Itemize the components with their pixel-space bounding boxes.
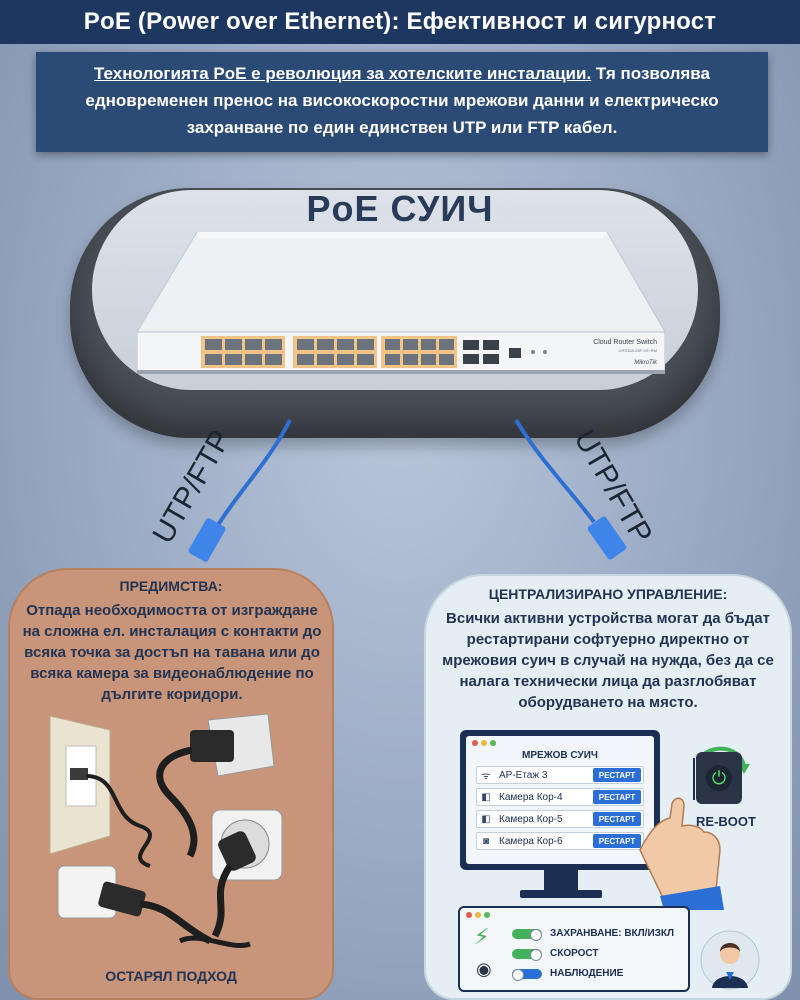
- device-name: Камера Кор-6: [499, 835, 563, 847]
- restart-button[interactable]: РЕСТАРТ: [593, 834, 641, 848]
- ethernet-ports: [201, 336, 547, 368]
- power-bolt-icon: ⚡: [474, 924, 490, 949]
- title-bar: PoE (Power over Ethernet): Ефективност и…: [0, 0, 800, 44]
- control-label: ЗАХРАНВАНЕ: ВКЛ/ИЗКЛ: [550, 928, 675, 939]
- poe-switch-illustration: Cloud Router Switch CRS328-24P-4S+RM Mik…: [137, 232, 665, 374]
- control-panel: ⚡ ◉ ЗАХРАНВАНЕ: ВКЛ/ИЗКЛ СКОРОСТ НАБЛЮДЕ…: [458, 906, 690, 992]
- pointing-hand-illustration: [639, 746, 750, 910]
- power-toggle[interactable]: [512, 928, 542, 941]
- reboot-label: RE-BOOT: [696, 814, 756, 829]
- device-row: ◙ Камера Кор-6 РЕСТАРТ: [476, 832, 644, 850]
- switch-model: Cloud Router Switch: [593, 339, 657, 346]
- reboot-device: ⏻: [696, 752, 742, 804]
- restart-button[interactable]: РЕСТАРТ: [593, 790, 641, 804]
- window-controls: [466, 912, 490, 918]
- device-row: ᯤ AP-Етаж 3 РЕСТАРТ: [476, 766, 644, 784]
- advantages-body: Отпада необходимостта от изграждане на с…: [22, 602, 322, 703]
- switch-title: PoE СУИЧ: [306, 188, 494, 229]
- control-row-monitoring: НАБЛЮДЕНИЕ: [512, 968, 624, 981]
- old-approach-label: ОСТАРЯЛ ПОДХОД: [105, 968, 237, 984]
- monitor-stand: [544, 870, 578, 892]
- device-name: AP-Етаж 3: [499, 769, 548, 781]
- management-heading: ЦЕНТРАЛИЗИРАНО УПРАВЛЕНИЕ:: [488, 586, 728, 602]
- device-name: Камера Кор-4: [499, 791, 563, 803]
- control-row-power: ЗАХРАНВАНЕ: ВКЛ/ИЗКЛ: [512, 928, 675, 941]
- switch-submodel: CRS328-24P-4S+RM: [619, 348, 657, 353]
- refresh-arrow-icon: [702, 746, 746, 767]
- intro-lead: Технологията PoE е революция за хотелски…: [94, 64, 592, 83]
- switch-brand: MikroTik: [634, 360, 658, 366]
- window-controls: [472, 740, 496, 746]
- eye-icon: ◉: [476, 959, 492, 979]
- device-row: ◧ Камера Кор-5 РЕСТАРТ: [476, 810, 644, 828]
- camera-icon: ◧: [481, 791, 491, 803]
- intro-text: Тя позволява едновременен пренос на висо…: [85, 64, 719, 137]
- monitor-base: [520, 890, 602, 898]
- photo-camera-icon: ◙: [482, 835, 490, 847]
- page-title: PoE (Power over Ethernet): Ефективност и…: [83, 8, 717, 35]
- right-cable-label: UTP/FTP: [567, 424, 659, 550]
- hand-icon: [639, 797, 721, 901]
- old-wiring-illustration: [49, 713, 283, 948]
- device-row: ◧ Камера Кор-4 РЕСТАРТ: [476, 788, 644, 806]
- control-row-speed: СКОРОСТ: [512, 948, 599, 961]
- monitor: МРЕЖОВ СУИЧ ᯤ AP-Етаж 3 РЕСТАРТ ◧ Камера…: [460, 730, 660, 870]
- restart-button[interactable]: РЕСТАРТ: [593, 768, 641, 782]
- left-rj45-connector: [188, 518, 226, 562]
- device-name: Камера Кор-5: [499, 813, 563, 825]
- intro-box: Технологията PoE е революция за хотелски…: [36, 52, 768, 152]
- wifi-icon: ᯤ: [481, 771, 491, 782]
- management-body: Всички активни устройства могат да бъдат…: [442, 610, 774, 711]
- power-icon[interactable]: ⏻: [706, 765, 732, 791]
- camera-icon: ◧: [481, 813, 491, 825]
- screen-title: МРЕЖОВ СУИЧ: [522, 750, 598, 761]
- left-cable-label: UTP/FTP: [146, 424, 238, 550]
- technician-avatar: [700, 930, 760, 990]
- advantages-heading: ПРЕДИМСТВА:: [119, 578, 223, 594]
- monitor-screen: МРЕЖОВ СУИЧ ᯤ AP-Етаж 3 РЕСТАРТ ◧ Камера…: [466, 736, 654, 864]
- speed-toggle[interactable]: [512, 948, 542, 961]
- restart-button[interactable]: РЕСТАРТ: [593, 812, 641, 826]
- control-label: НАБЛЮДЕНИЕ: [550, 968, 624, 979]
- monitoring-toggle[interactable]: [512, 968, 542, 981]
- control-label: СКОРОСТ: [550, 948, 599, 959]
